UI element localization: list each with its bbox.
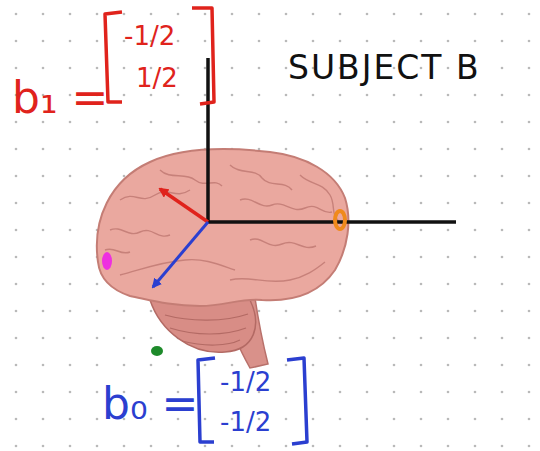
cerebrum <box>97 149 349 306</box>
matrix-entry: -1/2 <box>220 368 271 397</box>
marker-dot <box>102 252 112 270</box>
axis-line <box>207 220 456 224</box>
vector-arrow <box>160 189 208 222</box>
vector-name: b₀ = <box>102 380 198 428</box>
vector-arrow <box>153 222 208 287</box>
matrix-entry: -1/2 <box>124 22 175 51</box>
subject-title: SUBJECT B <box>288 50 481 86</box>
marker-dot <box>151 346 163 356</box>
matrix-entry: -1/2 <box>220 408 271 437</box>
matrix-bracket <box>192 8 214 104</box>
matrix-entry: 1/2 <box>136 64 178 93</box>
matrix-bracket <box>287 358 307 444</box>
axis-line <box>206 58 210 223</box>
vector-name: b₁ = <box>12 74 108 122</box>
matrix-bracket <box>198 358 215 442</box>
marker-dot <box>335 211 345 229</box>
